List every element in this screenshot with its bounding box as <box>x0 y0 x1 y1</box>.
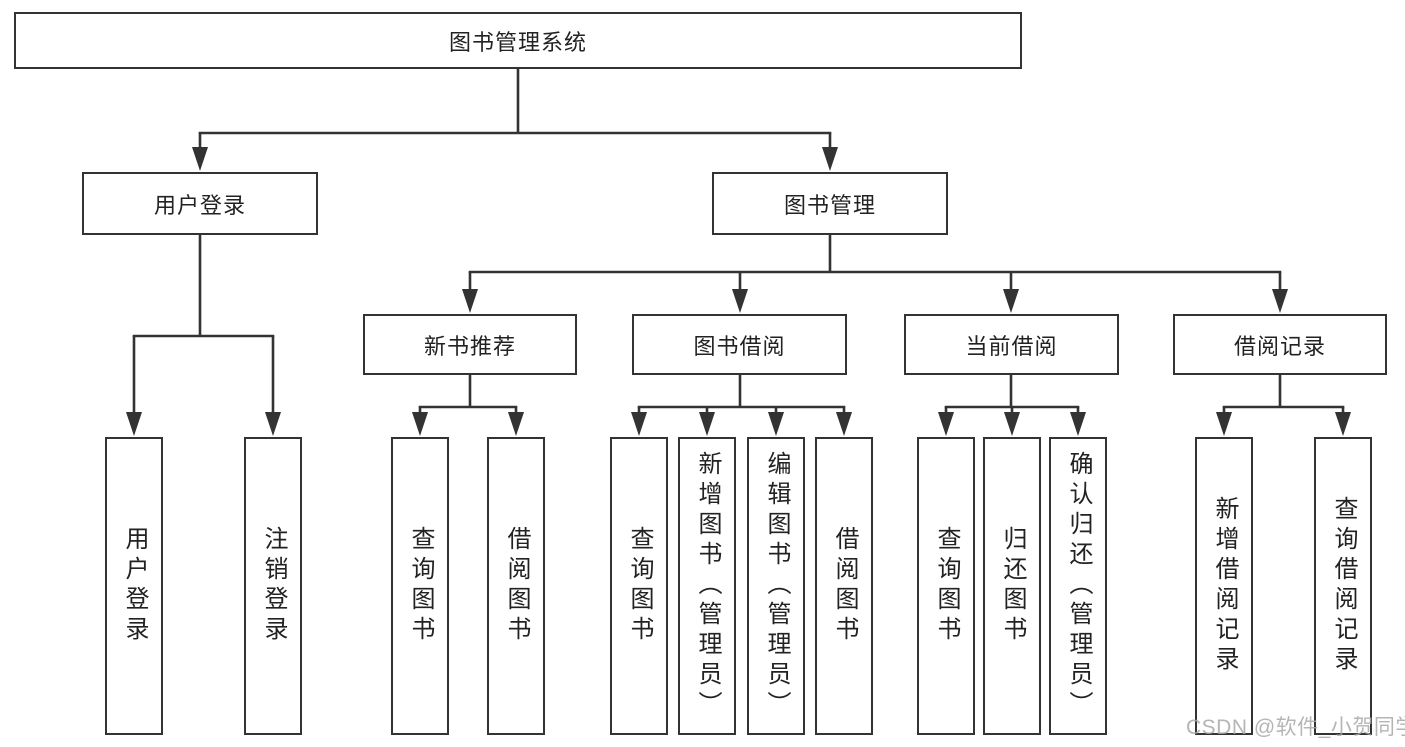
leaf-add-books-admin: 新增图书（管理员） <box>678 437 736 735</box>
connector-borrow-records-to-leaves <box>1216 375 1351 436</box>
leaf-query-books-borrow: 查询图书 <box>610 437 668 735</box>
leaf-label: 查询图书 <box>933 526 960 646</box>
leaf-label: 编辑图书（管理员） <box>763 451 790 721</box>
node-label: 图书管理 <box>783 192 876 218</box>
node-label: 当前借阅 <box>965 333 1058 359</box>
node-borrowing-records: 借阅记录 <box>1173 314 1387 375</box>
leaf-logout: 注销登录 <box>244 437 302 735</box>
leaf-label: 归还图书 <box>999 526 1026 646</box>
leaf-label: 注销登录 <box>260 526 287 646</box>
connector-current-borrow-to-leaves <box>938 375 1086 436</box>
leaf-label: 查询图书 <box>407 526 434 646</box>
leaf-borrow-books-recommend: 借阅图书 <box>487 437 545 735</box>
connector-root-to-level2 <box>192 69 838 171</box>
node-label: 新书推荐 <box>423 333 516 359</box>
leaf-label: 确认归还（管理员） <box>1065 451 1092 721</box>
node-label: 图书借阅 <box>693 333 786 359</box>
node-label: 图书管理系统 <box>448 29 587 55</box>
leaf-add-borrow-record: 新增借阅记录 <box>1195 437 1253 735</box>
leaf-label: 查询图书 <box>626 526 653 646</box>
node-book-management: 图书管理 <box>712 172 948 235</box>
connector-book-mgmt-to-level3 <box>462 235 1288 313</box>
leaf-label: 用户登录 <box>121 526 148 646</box>
leaf-label: 查询借阅记录 <box>1330 496 1357 676</box>
leaf-label: 新增图书（管理员） <box>694 451 721 721</box>
leaf-return-books: 归还图书 <box>983 437 1041 735</box>
leaf-confirm-return-admin: 确认归还（管理员） <box>1049 437 1107 735</box>
leaf-query-books-current: 查询图书 <box>917 437 975 735</box>
node-library-management-system: 图书管理系统 <box>14 12 1022 69</box>
node-current-borrowing: 当前借阅 <box>904 314 1119 375</box>
leaf-label: 借阅图书 <box>831 526 858 646</box>
connector-new-book-to-leaves <box>412 375 524 436</box>
connector-user-login-to-leaves <box>126 235 281 436</box>
leaf-edit-books-admin: 编辑图书（管理员） <box>747 437 805 735</box>
connector-book-borrow-to-leaves <box>631 375 852 436</box>
node-label: 用户登录 <box>153 192 246 218</box>
node-book-borrowing: 图书借阅 <box>632 314 847 375</box>
leaf-query-borrow-record: 查询借阅记录 <box>1314 437 1372 735</box>
leaf-user-login: 用户登录 <box>105 437 163 735</box>
leaf-query-books-recommend: 查询图书 <box>391 437 449 735</box>
leaf-borrow-books: 借阅图书 <box>815 437 873 735</box>
node-user-login: 用户登录 <box>82 172 318 235</box>
leaf-label: 新增借阅记录 <box>1211 496 1238 676</box>
node-new-book-recommendation: 新书推荐 <box>363 314 577 375</box>
leaf-label: 借阅图书 <box>503 526 530 646</box>
node-label: 借阅记录 <box>1233 333 1326 359</box>
